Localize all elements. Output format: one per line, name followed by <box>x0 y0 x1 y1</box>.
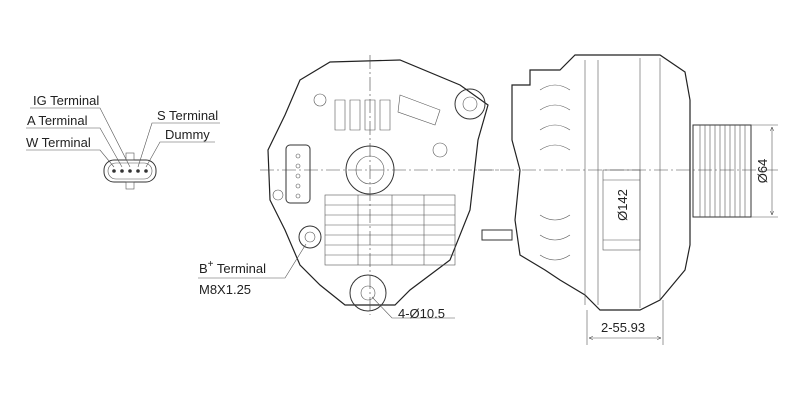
b-terminal-letter: B <box>199 261 208 276</box>
b-terminal-post <box>298 225 322 249</box>
mount-holes-dimension: 4-Ø10.5 <box>398 306 445 321</box>
pulley-diameter-dimension: Ø64 <box>755 159 770 184</box>
leader-s <box>137 122 220 168</box>
terminal-stud <box>481 229 513 241</box>
w-terminal-label: W Terminal <box>26 135 91 150</box>
ig-terminal-label: IG Terminal <box>33 93 99 108</box>
a-terminal-label: A Terminal <box>27 113 88 128</box>
pulley-outline <box>692 124 752 218</box>
b-terminal-stud <box>304 231 316 243</box>
body-diameter-dimension: Ø142 <box>615 189 630 221</box>
b-terminal-superscript: + <box>208 259 214 270</box>
connector-pin <box>136 169 140 173</box>
mount-hole-top <box>462 96 478 112</box>
rear-connector-pins <box>295 153 301 199</box>
pulley-grooves <box>699 125 746 217</box>
housing-outline <box>267 59 489 306</box>
connector-key-bottom <box>125 181 135 190</box>
side-view: Ø64 Ø142 2-55.93 <box>478 54 780 345</box>
b-terminal-label: B+ Terminal <box>199 259 266 276</box>
dummy-label: Dummy <box>165 127 210 142</box>
b-terminal-thread-label: M8X1.25 <box>199 282 251 297</box>
s-terminal-label: S Terminal <box>157 108 218 123</box>
connector-pin <box>128 169 132 173</box>
leader-mount-holes <box>371 296 455 319</box>
connector-key-top <box>125 152 135 161</box>
mount-ear-bottom <box>349 274 387 312</box>
leader-w <box>26 149 115 168</box>
connector-pin <box>112 169 116 173</box>
connector-inner-shell <box>107 162 153 180</box>
leader-b-terminal <box>198 243 307 279</box>
side-housing-details <box>539 58 661 308</box>
connector-pin <box>144 169 148 173</box>
rear-connector <box>285 144 311 204</box>
leader-dummy <box>145 141 215 168</box>
rear-view: B+ Terminal M8X1.25 4-Ø10.5 <box>198 55 500 321</box>
spacing-dimension: 2-55.93 <box>601 320 645 335</box>
mount-ear-top <box>454 88 486 120</box>
leader-a <box>26 127 123 168</box>
pulley <box>692 124 752 218</box>
mount-hole-bottom <box>360 285 376 301</box>
heat-sink-fins <box>272 93 456 266</box>
connector-pin <box>120 169 124 173</box>
side-housing-outline <box>511 54 691 311</box>
b-terminal-suffix: Terminal <box>214 261 267 276</box>
leader-ig <box>30 107 131 168</box>
connector-pins <box>112 169 148 173</box>
connector-detail: IG Terminal A Terminal W Terminal S Term… <box>26 93 220 190</box>
